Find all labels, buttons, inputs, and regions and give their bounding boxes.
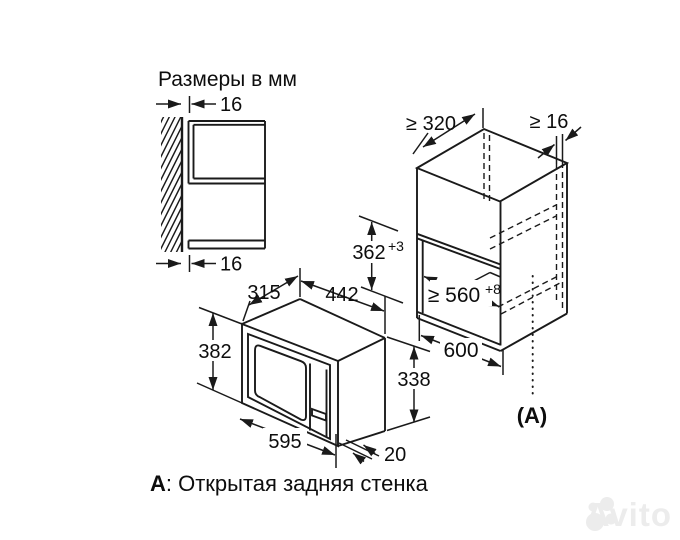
dim-label-20: 20 (384, 444, 406, 466)
wall-section-drawing: 16 16 (156, 94, 266, 276)
footnote: A: Открытая задняя стенка (150, 471, 428, 497)
dim-label-595: 595 (268, 431, 301, 453)
cabinet-hidden-edges (483, 133, 564, 315)
microwave-front-frame (241, 322, 339, 448)
microwave-drawing: 315 442 382 338 595 (196, 268, 433, 468)
avito-logo-icon (585, 497, 617, 531)
cabinet-drawing: (A) ≥ 320 ≥ 16 362 +3 ≥ 560 +8 (349, 108, 582, 428)
dim-label-min-clearance: ≥ 16 (530, 111, 569, 133)
dim-label-niche-height-tolerance: +3 (388, 238, 404, 254)
dim-label-442: 442 (325, 284, 358, 306)
page-title: Размеры в мм (158, 68, 297, 91)
dim-label-min-width-tolerance: +8 (485, 281, 501, 297)
dim-label-wall-gap-top: 16 (220, 94, 242, 116)
dim-label-outer-width: 600 (443, 339, 478, 362)
dim-label-wall-gap-bottom: 16 (220, 254, 242, 276)
footnote-key: A (150, 471, 166, 496)
wall-hatching (161, 117, 182, 252)
callout-label-A: (A) (517, 403, 548, 428)
dim-label-niche-height: 362 (352, 242, 385, 264)
dim-label-382: 382 (198, 341, 231, 363)
cabinet-top-face (414, 127, 570, 203)
watermark: Avito (585, 496, 672, 534)
dim-label-min-depth: ≥ 320 (406, 113, 456, 135)
dim-label-315: 315 (247, 282, 280, 304)
microwave-door-window (254, 344, 307, 422)
dim-label-min-width: ≥ 560 (428, 284, 480, 307)
dim-label-338: 338 (397, 369, 430, 391)
footnote-text: : Открытая задняя стенка (165, 471, 428, 496)
microwave-display (311, 407, 327, 422)
